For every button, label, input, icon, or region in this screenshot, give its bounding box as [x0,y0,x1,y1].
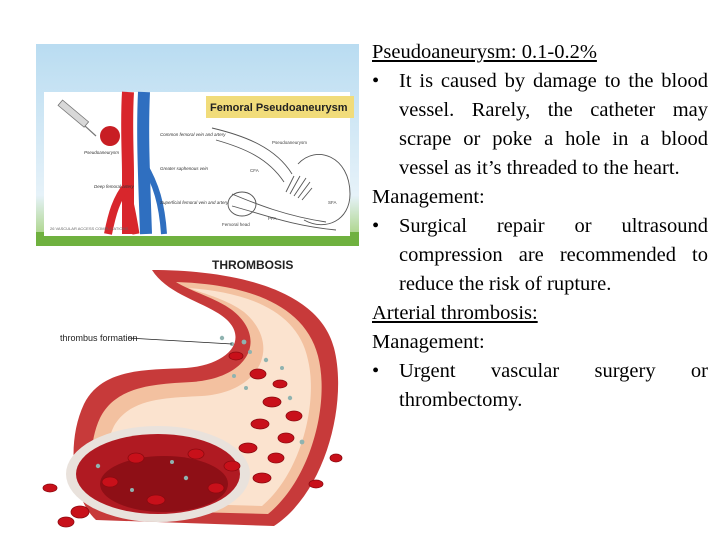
bullet-text: Surgical repair or ultrasound compressio… [399,215,708,295]
label-common-femoral: Common femoral vein and artery [160,132,226,137]
management-heading-1: Management: [372,186,485,208]
bullet-surgical-repair: • Surgical repair or ultrasound compress… [372,212,708,299]
bullet-symbol: • [372,360,380,382]
slide-text: Pseudoaneurysm: 0.1-0.2% • It is caused … [372,38,708,415]
arterial-thrombosis-heading: Arterial thrombosis: [372,302,538,324]
platelets [95,335,305,492]
thrombosis-title: THROMBOSIS [212,258,293,272]
vessel-diagram [100,91,167,235]
ultrasound-sketch [211,127,351,231]
bullet-symbol: • [372,70,380,92]
label-pseudo-right: Pseudoaneurysm [272,140,307,145]
label-deep-femoral: Deep femoral artery [94,184,135,189]
pseudoaneurysm-footer: 26 VASCULAR ACCESS COMPLICATIONS [50,226,128,231]
label-pfa: PFA [268,216,277,221]
thrombosis-image: THROMBOSIS [36,252,359,536]
bullet-symbol: • [372,215,380,237]
syringe-icon [57,99,97,137]
pseudoaneurysm-title: Femoral Pseudoaneurysm [210,102,348,114]
bullet-urgent-surgery: • Urgent vascular surgery or thrombectom… [372,357,708,415]
thrombus-label: thrombus formation [60,333,138,343]
bullet-text: It is caused by damage to the blood vess… [399,70,708,179]
pseudoaneurysm-heading: Pseudoaneurysm: 0.1-0.2% [372,41,597,63]
label-greater-saphenous: Greater saphenous vein [160,166,209,171]
management-heading-2: Management: [372,331,485,353]
red-blood-cells [42,351,343,528]
label-pseudoaneurysm: Pseudoaneurysm [84,150,119,155]
label-femoral-head: Femoral head [222,222,250,227]
bullet-pseudoaneurysm-cause: • It is caused by damage to the blood ve… [372,67,708,183]
label-cfa: CFA [250,168,259,173]
pseudoaneurysm-image: Femoral Pseudoaneurysm Pseudoaneurysm Co… [36,44,359,246]
label-sfa: SFA [328,200,337,205]
bullet-text: Urgent vascular surgery or thrombectomy. [399,360,708,411]
label-superficial-femoral: Superficial femoral vein and artery [160,200,229,205]
